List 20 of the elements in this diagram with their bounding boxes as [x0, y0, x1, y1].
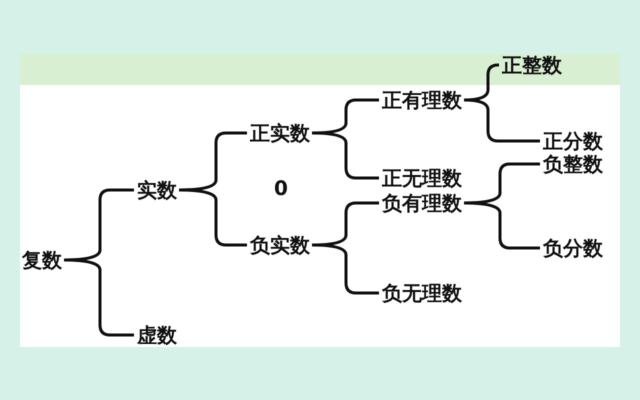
node-label: 正有理数	[382, 89, 462, 111]
brace-line	[312, 244, 379, 294]
node-label: 正实数	[250, 122, 310, 144]
brace-line	[464, 98, 540, 142]
node-label: 负整数	[543, 153, 603, 175]
brace-line	[178, 188, 247, 246]
node-label: 正无理数	[382, 167, 462, 189]
brace-line	[64, 258, 134, 336]
node-label: 虚数	[137, 324, 177, 346]
brace-line	[464, 202, 540, 250]
node-label: 负实数	[250, 234, 310, 256]
node-label: 正整数	[502, 54, 562, 76]
node-label: 复数	[22, 249, 62, 271]
node-label: 负分数	[543, 237, 603, 259]
brace-line	[312, 132, 379, 180]
node-label: 实数	[137, 179, 177, 201]
node-label: 正分数	[543, 130, 603, 152]
node-label: 负有理数	[382, 192, 462, 214]
zero-label: 0	[274, 177, 288, 199]
node-label: 负无理数	[382, 282, 462, 304]
